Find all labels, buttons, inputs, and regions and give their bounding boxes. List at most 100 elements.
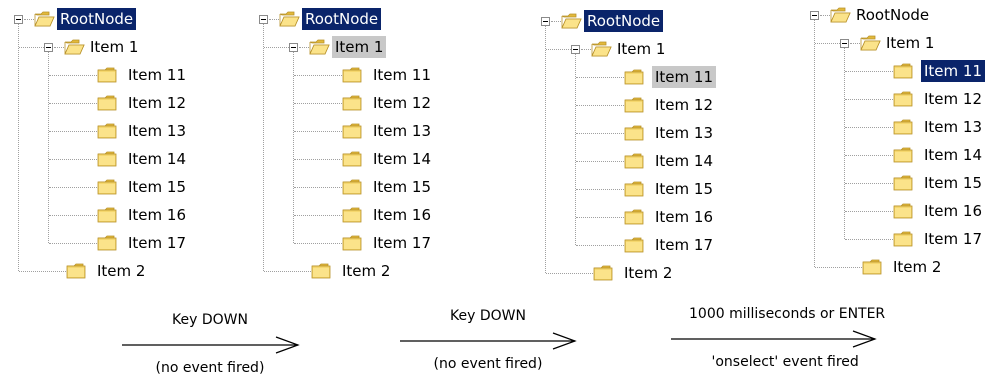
folder-icon xyxy=(342,151,363,167)
tree-node-item-16[interactable]: Item 16 xyxy=(373,206,432,224)
connector-line xyxy=(49,243,97,244)
tree-node-item-11[interactable]: Item 11 xyxy=(652,66,717,88)
tree-node-item-15[interactable]: Item 15 xyxy=(373,178,432,196)
folder-open-icon xyxy=(64,39,85,55)
tree-node-rootnode[interactable]: RootNode xyxy=(584,10,664,32)
root-expand-toggle[interactable] xyxy=(14,15,23,24)
tree-node-item-13[interactable]: Item 13 xyxy=(128,122,187,140)
tree-node-item-2[interactable]: Item 2 xyxy=(893,258,942,276)
tree-node-item-11[interactable]: Item 11 xyxy=(373,66,432,84)
folder-icon xyxy=(624,69,645,85)
folder-icon xyxy=(593,265,614,281)
tree-node-item-12[interactable]: Item 12 xyxy=(373,94,432,112)
folder-icon xyxy=(97,235,118,251)
tree-node-rootnode[interactable]: RootNode xyxy=(302,8,382,30)
tree-node-item-14[interactable]: Item 14 xyxy=(128,150,187,168)
tree-view[interactable]: RootNode Item 1 Item 11 Item 12 Item 13 … xyxy=(259,8,499,308)
tree-node-item-1[interactable]: Item 1 xyxy=(617,40,666,58)
folder-icon xyxy=(342,207,363,223)
connector-line xyxy=(576,245,624,246)
tree-node-item-17[interactable]: Item 17 xyxy=(655,236,714,254)
tree-node-item-1[interactable]: Item 1 xyxy=(886,34,935,52)
tree-node-item-13[interactable]: Item 13 xyxy=(373,122,432,140)
connector-line xyxy=(49,187,97,188)
tree-node-item-2[interactable]: Item 2 xyxy=(624,264,673,282)
tree-node-item-14[interactable]: Item 14 xyxy=(373,150,432,168)
connector-line xyxy=(576,217,624,218)
tree-node-item-15[interactable]: Item 15 xyxy=(924,174,983,192)
folder-icon xyxy=(893,119,914,135)
tree-node-item-1[interactable]: Item 1 xyxy=(332,36,387,58)
folder-icon xyxy=(893,91,914,107)
folder-icon xyxy=(893,147,914,163)
connector-line xyxy=(294,159,342,160)
tree-node-rootnode[interactable]: RootNode xyxy=(856,6,930,24)
tree-view[interactable]: RootNode Item 1 Item 11 Item 12 Item 13 … xyxy=(810,4,1006,304)
connector-line xyxy=(815,43,842,44)
connector-line xyxy=(263,24,264,271)
connector-line xyxy=(546,273,593,274)
connector-line xyxy=(49,75,97,76)
connector-line xyxy=(814,20,815,267)
folder-icon xyxy=(97,67,118,83)
folder-icon xyxy=(893,231,914,247)
tree-node-item-15[interactable]: Item 15 xyxy=(128,178,187,196)
tree-node-item-11[interactable]: Item 11 xyxy=(921,60,986,82)
connector-line xyxy=(845,155,893,156)
tree-node-item-15[interactable]: Item 15 xyxy=(655,180,714,198)
connector-line xyxy=(49,215,97,216)
tree-node-item-17[interactable]: Item 17 xyxy=(373,234,432,252)
tree-node-item-17[interactable]: Item 17 xyxy=(128,234,187,252)
tree-node-item-14[interactable]: Item 14 xyxy=(655,152,714,170)
item1-expand-toggle[interactable] xyxy=(571,45,580,54)
folder-icon xyxy=(624,209,645,225)
folder-open-icon xyxy=(279,11,300,27)
tree-node-item-13[interactable]: Item 13 xyxy=(655,124,714,142)
folder-icon xyxy=(97,179,118,195)
connector-line xyxy=(49,131,97,132)
item1-expand-toggle[interactable] xyxy=(840,39,849,48)
folder-icon xyxy=(624,181,645,197)
folder-open-icon xyxy=(591,41,612,57)
folder-icon xyxy=(97,123,118,139)
tree-node-item-16[interactable]: Item 16 xyxy=(924,202,983,220)
tree-node-item-2[interactable]: Item 2 xyxy=(97,262,146,280)
tree-node-item-1[interactable]: Item 1 xyxy=(90,38,139,56)
connector-line xyxy=(48,52,49,243)
tree-node-item-13[interactable]: Item 13 xyxy=(924,118,983,136)
tree-node-item-17[interactable]: Item 17 xyxy=(924,230,983,248)
transition-label-bottom: (no event fired) xyxy=(155,360,265,376)
connector-line xyxy=(294,215,342,216)
folder-icon xyxy=(342,123,363,139)
tree-node-item-12[interactable]: Item 12 xyxy=(655,96,714,114)
tree-node-item-12[interactable]: Item 12 xyxy=(128,94,187,112)
root-expand-toggle[interactable] xyxy=(541,17,550,26)
tree-node-item-11[interactable]: Item 11 xyxy=(128,66,187,84)
root-expand-toggle[interactable] xyxy=(810,11,819,20)
folder-icon xyxy=(342,179,363,195)
folder-icon xyxy=(97,151,118,167)
connector-line xyxy=(19,271,66,272)
connector-line xyxy=(576,133,624,134)
tree-node-item-16[interactable]: Item 16 xyxy=(655,208,714,226)
right-arrow-icon xyxy=(122,336,300,354)
folder-icon xyxy=(342,67,363,83)
folder-open-icon xyxy=(561,13,582,29)
tree-view[interactable]: RootNode Item 1 Item 11 Item 12 Item 13 … xyxy=(541,10,781,310)
folder-icon xyxy=(97,207,118,223)
root-expand-toggle[interactable] xyxy=(259,15,268,24)
tree-node-item-12[interactable]: Item 12 xyxy=(924,90,983,108)
tree-node-rootnode[interactable]: RootNode xyxy=(57,8,137,30)
connector-line xyxy=(264,47,291,48)
connector-line xyxy=(294,103,342,104)
folder-icon xyxy=(624,125,645,141)
tree-node-item-14[interactable]: Item 14 xyxy=(924,146,983,164)
tree-view[interactable]: RootNode Item 1 Item 11 Item 12 Item 13 … xyxy=(14,8,254,308)
tree-node-item-2[interactable]: Item 2 xyxy=(342,262,391,280)
connector-line xyxy=(850,43,860,44)
item1-expand-toggle[interactable] xyxy=(44,43,53,52)
tree-node-item-16[interactable]: Item 16 xyxy=(128,206,187,224)
folder-open-icon xyxy=(830,7,851,23)
connector-line xyxy=(294,75,342,76)
item1-expand-toggle[interactable] xyxy=(289,43,298,52)
